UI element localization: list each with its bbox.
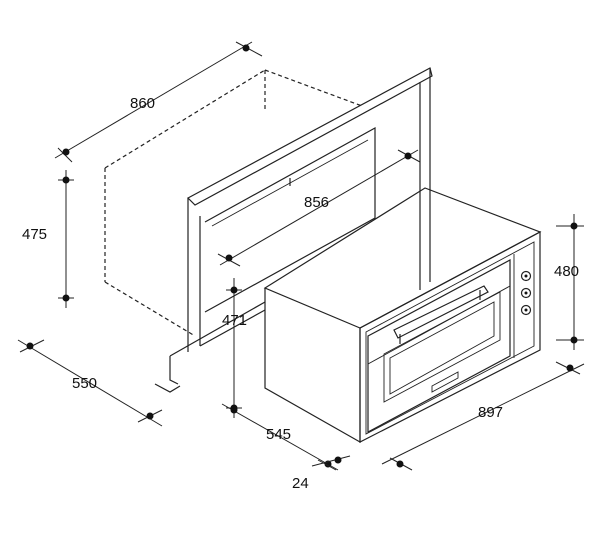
cabinet-outline <box>104 69 363 337</box>
label-front-thickness: 24 <box>292 475 309 492</box>
dimension-labels: 860 475 550 856 471 545 24 480 897 <box>22 95 579 492</box>
label-niche-width: 856 <box>304 194 329 211</box>
label-cabinet-height: 475 <box>22 226 47 243</box>
oven <box>263 187 542 444</box>
cabinet-body <box>154 67 433 393</box>
knob-icon <box>520 270 532 282</box>
control-knobs <box>520 270 532 316</box>
label-cabinet-width: 860 <box>130 95 155 112</box>
label-niche-height: 471 <box>222 312 247 329</box>
oven-door <box>367 258 511 434</box>
oven-handle <box>393 285 489 339</box>
knob-icon <box>520 304 532 316</box>
label-oven-width: 897 <box>478 404 503 421</box>
label-oven-height: 480 <box>554 263 579 280</box>
label-oven-depth: 545 <box>266 426 291 443</box>
knob-icon <box>520 287 532 299</box>
label-cabinet-depth: 550 <box>72 375 97 392</box>
dimension-lines <box>17 41 585 471</box>
